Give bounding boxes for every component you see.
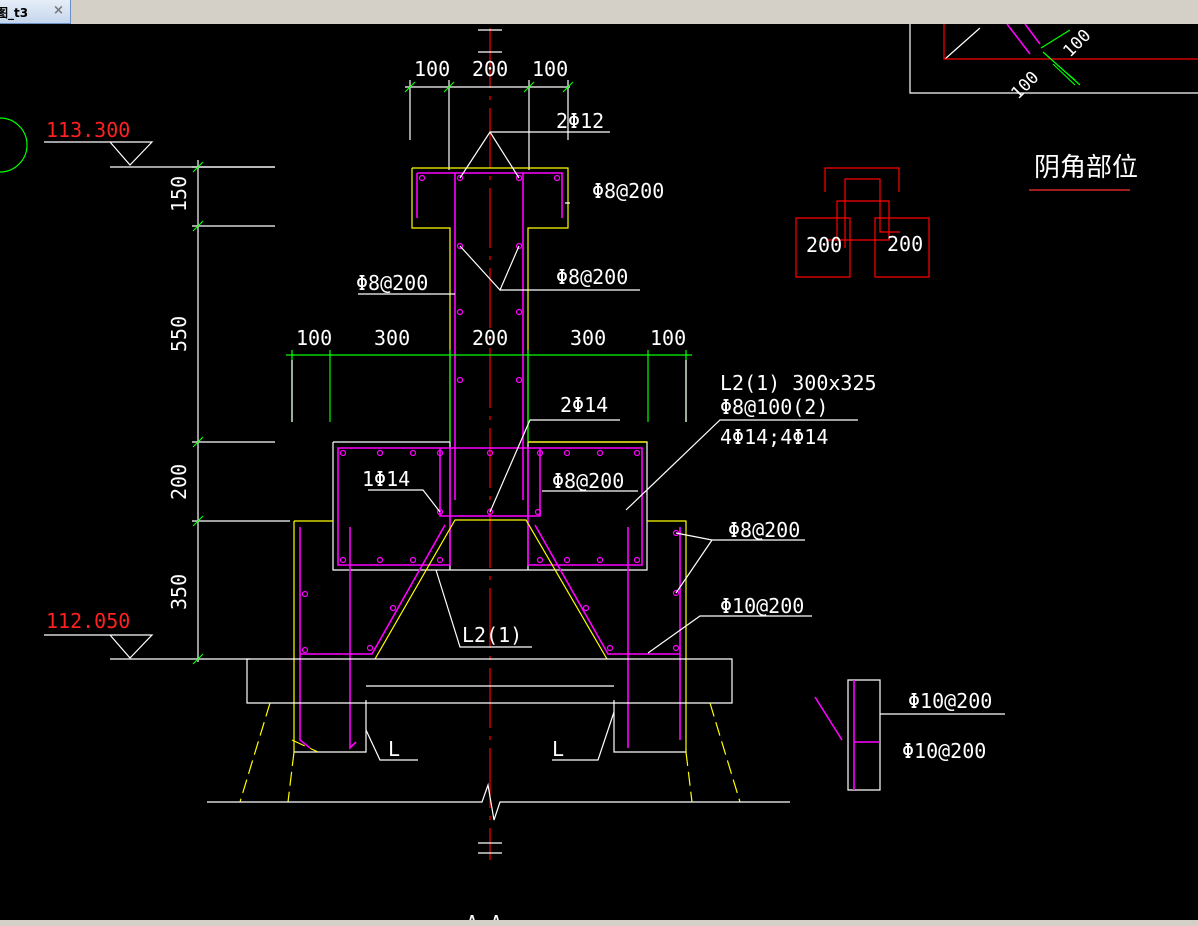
section-title: A-A (466, 911, 502, 920)
label-haunch: L2(1) (462, 623, 522, 647)
label-detail-a: Φ10@200 (908, 689, 992, 713)
top-dimensions: 100 200 100 (404, 57, 574, 170)
elevation-bottom-label: 112.050 (46, 609, 130, 633)
leader-lines-beam (368, 419, 858, 513)
status-bar (0, 920, 1198, 926)
corner-detail: 200 200 (795, 167, 930, 278)
dim-mid-100-right: 100 (650, 326, 686, 350)
dim-350: 350 (167, 574, 191, 610)
elevation-bottom: 112.050 (44, 609, 154, 659)
dim-mid-300-right: 300 (570, 326, 606, 350)
drawing-tab[interactable]: 图_t3 × (0, 0, 71, 24)
leader-lines-pile (365, 711, 615, 761)
footing-slab (246, 658, 733, 704)
close-icon[interactable]: × (53, 3, 64, 18)
tab-bar: 图_t3 × (0, 0, 1198, 24)
beam-bar-dots (339, 449, 641, 564)
label-corner-title: 阴角部位 (1034, 153, 1138, 183)
label-corner-200-left: 200 (806, 233, 842, 257)
axis-bubble (0, 117, 28, 173)
break-marks (478, 29, 502, 854)
dim-top-100-left: 100 (414, 57, 450, 81)
tab-title: 图_t3 (0, 6, 29, 20)
label-2phi14: 2Φ14 (560, 393, 608, 417)
label-beam-inner-stirrup: Φ8@200 (552, 469, 624, 493)
label-beam-bars: 4Φ14;4Φ14 (720, 425, 828, 449)
label-wall-bars: Φ10@200 (720, 594, 804, 618)
dim-200: 200 (167, 464, 191, 500)
label-beam-name: L2(1) 300x325 (720, 371, 877, 395)
dim-550: 550 (167, 316, 191, 352)
leader-lines-wall (435, 532, 812, 654)
dim-mid-100-left: 100 (296, 326, 332, 350)
dim-150: 150 (167, 176, 191, 212)
label-2phi12: 2Φ12 (556, 109, 604, 133)
label-diag-100-b: 100 (1007, 68, 1043, 104)
label-corner-200-right: 200 (887, 232, 923, 256)
column-rebar (416, 172, 563, 500)
pile-hatch (239, 702, 741, 803)
label-1phi14: 1Φ14 (362, 467, 410, 491)
beam-stirrups (337, 447, 643, 566)
beam-outline (332, 441, 648, 571)
top-right-detail: 100 100 (909, 24, 1198, 104)
leader-lines-top (358, 130, 640, 295)
detail-rebar (814, 680, 880, 790)
vertical-dimensions: 150 550 200 350 (110, 160, 290, 665)
wall-bar-dots (301, 529, 680, 654)
dim-mid-300-left: 300 (374, 326, 410, 350)
column-bar-dots (418, 174, 561, 384)
cad-drawing-canvas[interactable]: 113.300 112.050 150 550 200 350 100 200 … (0, 24, 1198, 920)
column-outline (411, 167, 569, 442)
label-detail-b: Φ10@200 (902, 739, 986, 763)
label-pile-right: L (552, 737, 564, 761)
dim-top-200: 200 (472, 57, 508, 81)
label-stem-stirrup-left: Φ8@200 (356, 271, 428, 295)
label-wall-stirrup: Φ8@200 (728, 518, 800, 542)
label-diag-100-a: 100 (1059, 26, 1095, 62)
elevation-top-label: 113.300 (46, 118, 130, 142)
dim-top-100-right: 100 (532, 57, 568, 81)
label-pile-left: L (388, 737, 400, 761)
middle-dimensions: 100 300 200 300 100 (286, 326, 692, 442)
ground-line (207, 782, 790, 821)
dim-mid-200: 200 (472, 326, 508, 350)
label-stem-stirrup-right: Φ8@200 (556, 265, 628, 289)
label-beam-stirrup: Φ8@100(2) (720, 395, 828, 419)
wall-outline (293, 519, 687, 752)
detail-outline (847, 679, 1005, 791)
elevation-top: 113.300 (44, 118, 275, 168)
label-flange-stirrup: Φ8@200 (592, 179, 664, 203)
wall-rebar (299, 524, 681, 750)
